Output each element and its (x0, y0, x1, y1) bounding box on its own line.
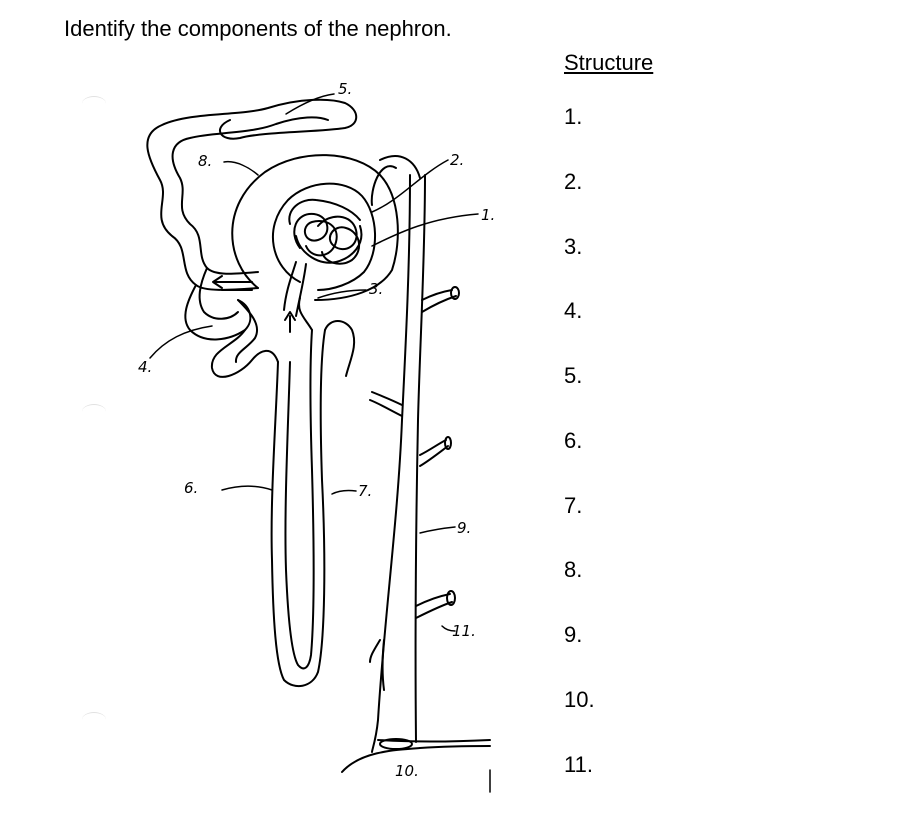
convoluted-segment-lower (184, 284, 252, 341)
structure-item-9: 9. (564, 622, 583, 647)
binder-hole-mark (82, 404, 106, 419)
structure-item-2: 2. (564, 169, 583, 194)
structure-item-4: 4. (564, 298, 583, 323)
glomerulus-coil (295, 225, 363, 264)
glomerulus-coil (288, 198, 361, 225)
distal-tubule-connection (379, 155, 421, 179)
leader-line-8 (223, 160, 259, 176)
diagram-label-10: 10. (395, 762, 419, 780)
loop-of-henle-descending-outer (270, 329, 326, 688)
duct-branch-end (446, 590, 456, 606)
diagram-label-6: 6. (184, 479, 198, 497)
loop-of-henle-descending-inner (284, 329, 315, 670)
duct-branch (369, 639, 385, 691)
structure-item-6: 6. (564, 428, 583, 453)
collecting-duct-right-wall (370, 165, 426, 743)
leader-line-4 (149, 325, 213, 359)
diagram-label-4: 4. (138, 358, 152, 376)
diagram-label-5: 5. (338, 80, 352, 98)
diagram-label-1: 1. (481, 206, 495, 224)
loop-of-henle-ascending-inner (298, 297, 313, 331)
structure-item-5: 5. (564, 363, 583, 388)
duct-branch (369, 391, 403, 417)
flow-arrow (212, 275, 253, 289)
leader-line-9 (419, 526, 456, 534)
renal-vessel-bottom (341, 745, 491, 773)
glomerulus-coil (317, 215, 361, 265)
diagram-label-7: 7. (358, 482, 372, 500)
diagram-label-11: 11. (452, 622, 476, 640)
proximal-convoluted-tubule-outer (146, 98, 358, 291)
afferent-arteriole (283, 261, 297, 311)
bowmans-capsule-inner (272, 182, 376, 291)
diagram-label-3: 3. (369, 280, 383, 298)
descending-transition-outer (210, 329, 279, 378)
worksheet-title: Identify the components of the nephron. (64, 16, 452, 41)
efferent-arteriole (295, 263, 307, 317)
structure-item-10: 10. (564, 687, 595, 712)
convoluted-segment-lower-inner (198, 267, 239, 320)
structure-item-3: 3. (564, 234, 583, 259)
structure-item-8: 8. (564, 557, 583, 582)
descending-transition-inner (234, 299, 258, 363)
leader-line-1 (371, 213, 479, 247)
leader-line-3 (317, 289, 367, 299)
diagram-label-9: 9. (457, 519, 471, 537)
bowmans-capsule-outer (231, 154, 399, 301)
leader-line-5 (285, 93, 335, 115)
leader-line-6 (221, 485, 273, 491)
leader-line-11 (441, 625, 456, 632)
binder-hole-mark (82, 96, 106, 111)
proximal-convoluted-tubule-inner (171, 116, 329, 275)
leader-line-2 (371, 159, 449, 213)
structure-item-11: 11. (564, 752, 593, 777)
binder-hole-mark (82, 712, 106, 727)
structure-item-7: 7. (564, 493, 583, 518)
loop-of-henle-ascending (324, 320, 356, 377)
leader-line-7 (331, 489, 357, 495)
duct-branch-end (450, 286, 460, 300)
renal-vessel-top (377, 739, 491, 743)
diagram-label-8: 8. (198, 152, 212, 170)
duct-branch-end (444, 436, 452, 450)
flow-arrow (284, 311, 296, 333)
renal-vessel-opening (379, 738, 413, 750)
duct-branch (419, 439, 449, 467)
structure-item-1: 1. (564, 104, 583, 129)
diagram-label-2: 2. (450, 151, 464, 169)
collecting-duct-left-wall (371, 174, 411, 753)
structure-heading: Structure (564, 50, 654, 75)
